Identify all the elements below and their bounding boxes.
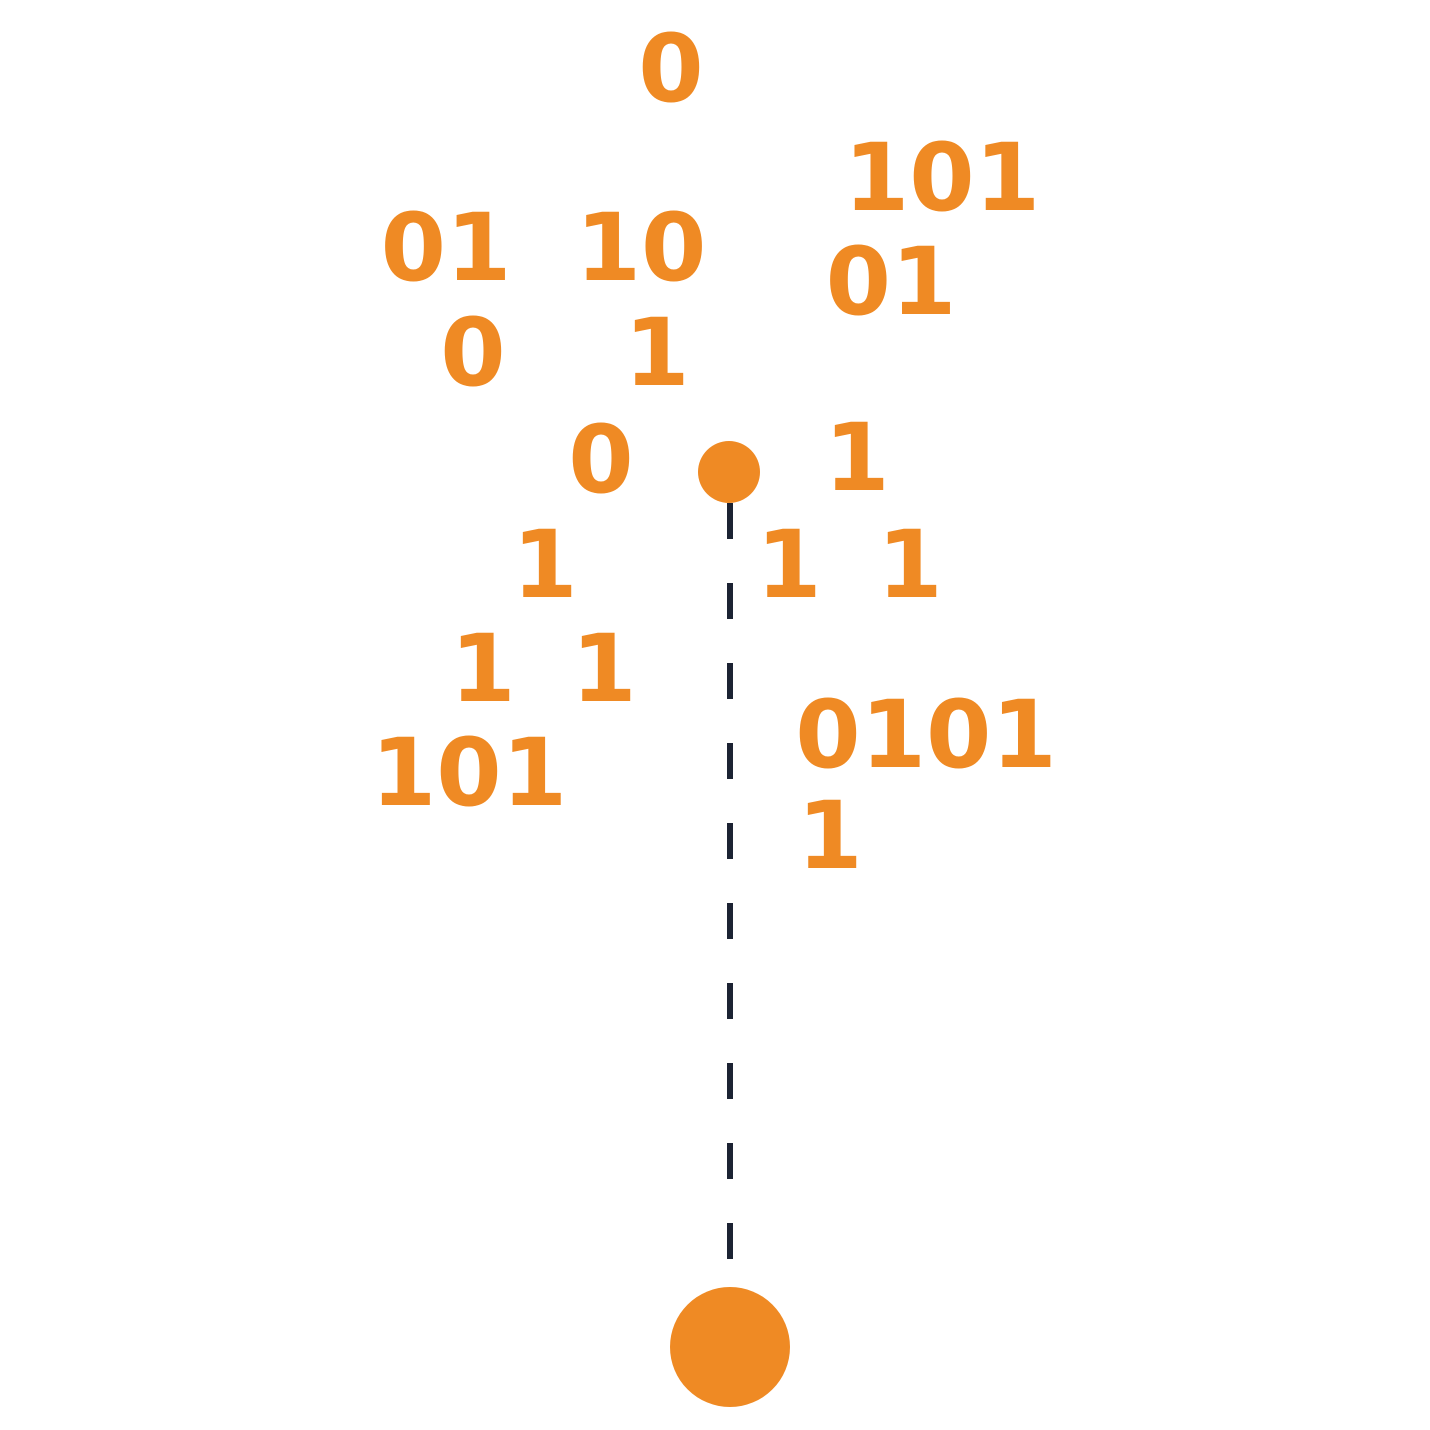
bit-label-mid-left: 0: [568, 406, 633, 515]
bit-label-right: 01: [826, 228, 957, 337]
bit-label-lower-left-b: 1: [450, 615, 515, 724]
bit-label-lower-left-a: 1: [512, 511, 577, 620]
bit-label-mid-right: 1: [824, 404, 889, 513]
bit-label-upper-center: 10: [576, 194, 707, 303]
bit-label-top: 0: [638, 15, 703, 124]
bit-label-upper-right: 101: [844, 124, 1040, 233]
bit-label-upper-left: 01: [381, 194, 512, 303]
bit-label-lower-left-c: 1: [571, 615, 636, 724]
bit-label-bottom-left: 101: [371, 719, 567, 828]
bit-label-lower-right-c: 0101: [795, 681, 1057, 790]
bit-label-lower-right-a: 1: [756, 511, 821, 620]
bit-label-center: 1: [624, 299, 689, 408]
top-node-dot: [698, 441, 760, 503]
root-node-dot: [670, 1287, 790, 1407]
bit-label-left: 0: [440, 299, 505, 408]
bit-label-lower-right-b: 1: [877, 511, 942, 620]
bit-label-bottom-right: 1: [797, 782, 862, 891]
